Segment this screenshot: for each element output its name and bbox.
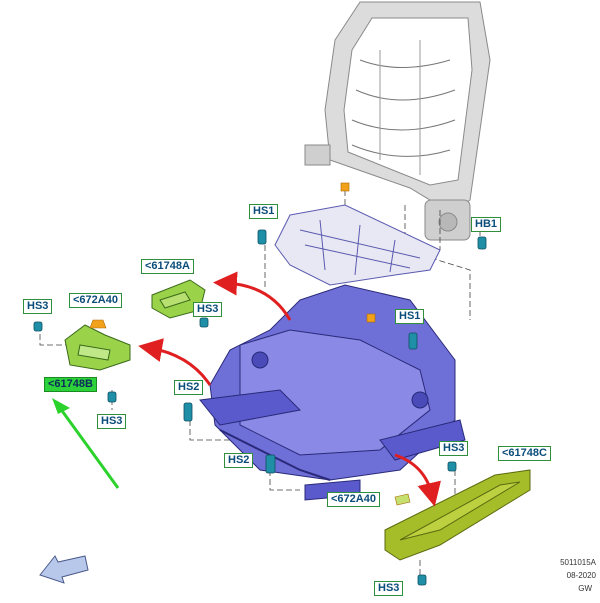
bolt-hs3-right: [447, 461, 457, 472]
callout-hs3-left[interactable]: HS3: [23, 299, 53, 314]
callout-61748b[interactable]: <61748B: [44, 377, 97, 392]
bolt-hs3-mid: [199, 317, 209, 328]
seat-cushion-wire-frame: [274, 204, 441, 286]
callout-61748a[interactable]: <61748A: [141, 259, 194, 274]
callout-hs2-bottom[interactable]: HS2: [224, 453, 254, 468]
fastener-bolts: [33, 229, 487, 586]
drawing-date: 08-2020: [566, 571, 596, 580]
callout-hs3-lower[interactable]: HS3: [97, 414, 127, 429]
bolt-hs3-bottom: [417, 574, 427, 586]
callout-hs1-right[interactable]: HS1: [395, 309, 425, 324]
callout-hb1[interactable]: HB1: [471, 217, 502, 232]
view-direction-arrow: [39, 555, 89, 584]
callout-672a40-bottom[interactable]: <672A40: [327, 492, 380, 507]
callout-hs1-top[interactable]: HS1: [249, 204, 279, 219]
side-shield-61748c: [384, 469, 531, 561]
red-motion-arrows: [138, 271, 441, 507]
bolt-hs3-left: [33, 321, 43, 332]
bolt-hs1-top: [257, 229, 267, 245]
bolt-hs3-lower: [107, 391, 117, 403]
callout-hs3-right[interactable]: HS3: [439, 441, 469, 456]
clip-markers: [89, 182, 411, 506]
bolt-hs2-bottom: [265, 454, 276, 474]
trim-panel-61748b: [64, 324, 131, 371]
callout-61748c[interactable]: <61748C: [498, 446, 551, 461]
callout-672a40-left[interactable]: <672A40: [69, 293, 122, 308]
green-indicator-arrow: [52, 398, 120, 489]
callout-hs3-bottom[interactable]: HS3: [374, 581, 404, 596]
callout-hs2-left[interactable]: HS2: [174, 380, 204, 395]
drawing-author: GW: [578, 584, 592, 593]
seat-back-frame: [304, 1, 491, 241]
seat-track-base: [199, 284, 466, 501]
bolt-hb1: [477, 236, 487, 250]
drawing-reference: 5011015A: [560, 558, 596, 567]
bolt-hs2-left: [183, 402, 193, 422]
trim-panel-61748a: [151, 279, 206, 319]
callout-hs3-mid[interactable]: HS3: [193, 302, 223, 317]
bolt-hs1-right: [408, 332, 418, 350]
